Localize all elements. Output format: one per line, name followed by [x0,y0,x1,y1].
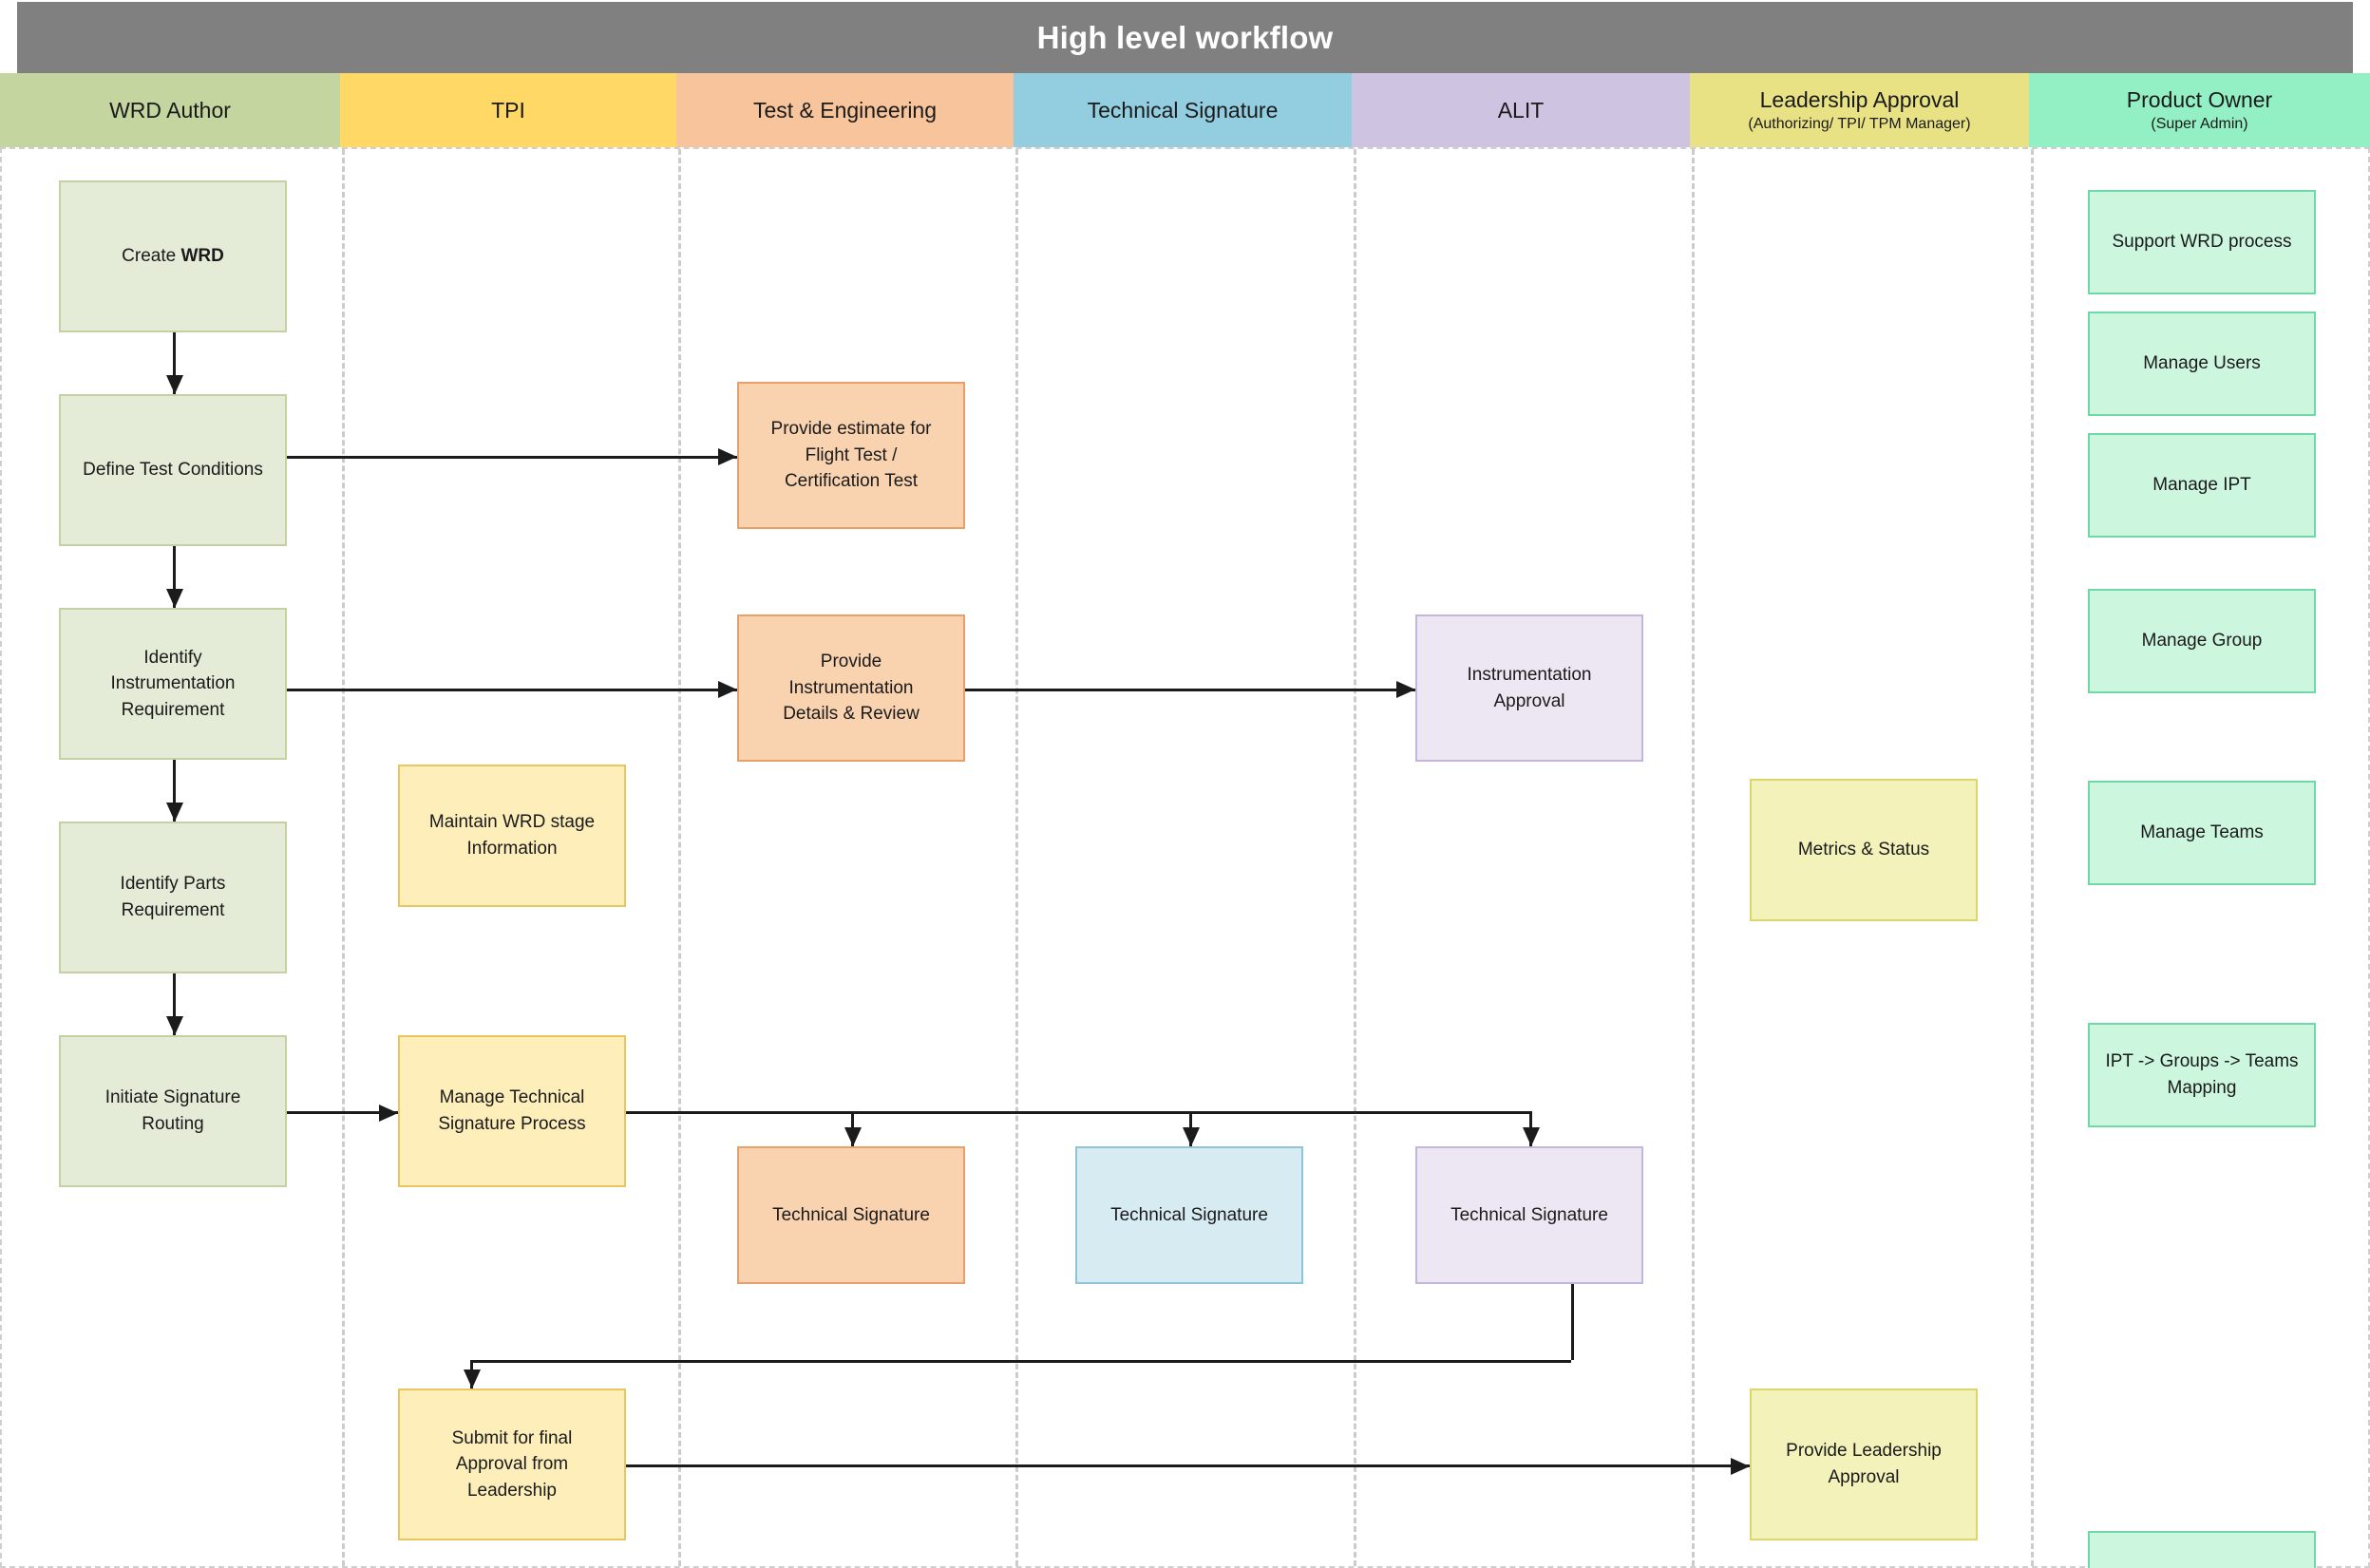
lane-header-label: Technical Signature [1087,97,1279,123]
edge-provide-instrumentation-to-instrumentation-approval [965,688,1415,691]
node-label: Manage Users [2143,353,2261,374]
node-metrics-status[interactable]: Metrics & Status [1750,779,1978,921]
node-manage-ipt[interactable]: Manage IPT [2088,433,2316,538]
arrowhead-down [844,1127,862,1146]
lane-header-label: TPI [491,97,525,123]
edge-return-horizontal [470,1360,1571,1363]
arrowhead-down [463,1370,481,1389]
edge-create-wrd-to-define-test-conditions [173,332,176,394]
lane-header-wrd-author: WRD Author [0,73,340,147]
arrowhead-right [718,448,737,465]
arrowhead-down [165,589,183,608]
node-technical-signature-alit[interactable]: Technical Signature [1415,1146,1643,1284]
lane-header-test-engineering: Test & Engineering [676,73,1014,147]
node-manage-teams[interactable]: Manage Teams [2088,781,2316,885]
node-label: Define Test Conditions [83,460,263,481]
lane-header-sublabel: (Authorizing/ TPI/ TPM Manager) [1748,115,1971,132]
node-label: Technical Signature [1110,1204,1268,1225]
lane-divider [1015,149,1018,1566]
lane-header-product-owner: Product Owner (Super Admin) [2029,73,2370,147]
arrowhead-down [165,375,183,394]
lane-header-alit: ALIT [1352,73,1690,147]
node-label: Technical Signature [772,1204,930,1225]
arrowhead-right [1396,681,1415,698]
node-label: Create WRD [122,246,224,267]
node-label: Manage Teams [2140,822,2264,843]
page-title: High level workflow [1036,19,1334,55]
node-support-wrd-process[interactable]: Support WRD process [2088,190,2316,294]
node-label: Metrics & Status [1797,840,1930,860]
node-airplane-management[interactable]: Airplane Management [2088,1531,2316,1568]
arrowhead-right [379,1104,398,1122]
edge-define-test-conditions-to-identify-instrumentation [173,546,176,608]
arrowhead-down [165,803,183,822]
lane-header-label: ALIT [1497,97,1545,123]
arrowhead-down [165,1016,183,1035]
node-technical-signature-te[interactable]: Technical Signature [737,1146,965,1284]
edge-identify-parts-to-initiate-signature-routing [173,973,176,1035]
node-manage-users[interactable]: Manage Users [2088,312,2316,416]
edge-identify-instrumentation-to-identify-parts [173,760,176,822]
lane-header-strip: WRD Author TPI Test & Engineering Technical… [0,73,2370,147]
edge-define-test-conditions-to-provide-estimate [287,455,737,459]
edge-initiate-signature-routing-to-manage-tech-sig-process [287,1111,398,1114]
lane-header-label: Product Owner [2126,87,2273,113]
node-label: Manage Group [2141,631,2263,652]
lane-header-tpi: TPI [340,73,676,147]
arrowhead-right [718,681,737,698]
edge-identify-instrumentation-to-provide-instrumentation [287,688,737,691]
node-technical-signature-ts[interactable]: Technical Signature [1075,1146,1303,1284]
lane-divider [678,149,681,1566]
node-label: Manage IPT [2152,475,2251,496]
node-manage-group[interactable]: Manage Group [2088,589,2316,693]
node-label: Support WRD process [2112,232,2292,253]
lane-header-label: WRD Author [109,97,231,123]
lane-divider [1354,149,1356,1566]
node-create-wrd[interactable]: Create WRD [59,180,287,332]
arrowhead-down [1522,1127,1540,1146]
lane-header-label: Leadership Approval [1759,87,1960,113]
edge-bus-technical-signature [626,1111,1529,1114]
arrowhead-right [1731,1457,1750,1475]
lane-header-sublabel: (Super Admin) [2151,115,2248,132]
lane-divider [1692,149,1695,1566]
edge-submit-final-approval-to-provide-leadership-approval [626,1464,1750,1467]
edge-return-vertical-from-technical-signature [1571,1284,1574,1360]
diagram-title-bar: High level workflow [17,2,2353,73]
lane-header-technical-signature: Technical Signature [1014,73,1352,147]
node-define-test-conditions[interactable]: Define Test Conditions [59,394,287,546]
arrowhead-down [1182,1127,1200,1146]
lane-divider [2031,149,2034,1566]
lane-header-leadership-approval: Leadership Approval (Authorizing/ TPI/ TP… [1690,73,2029,147]
node-label: Technical Signature [1450,1204,1608,1225]
lane-divider [342,149,345,1566]
lane-header-label: Test & Engineering [752,97,938,123]
